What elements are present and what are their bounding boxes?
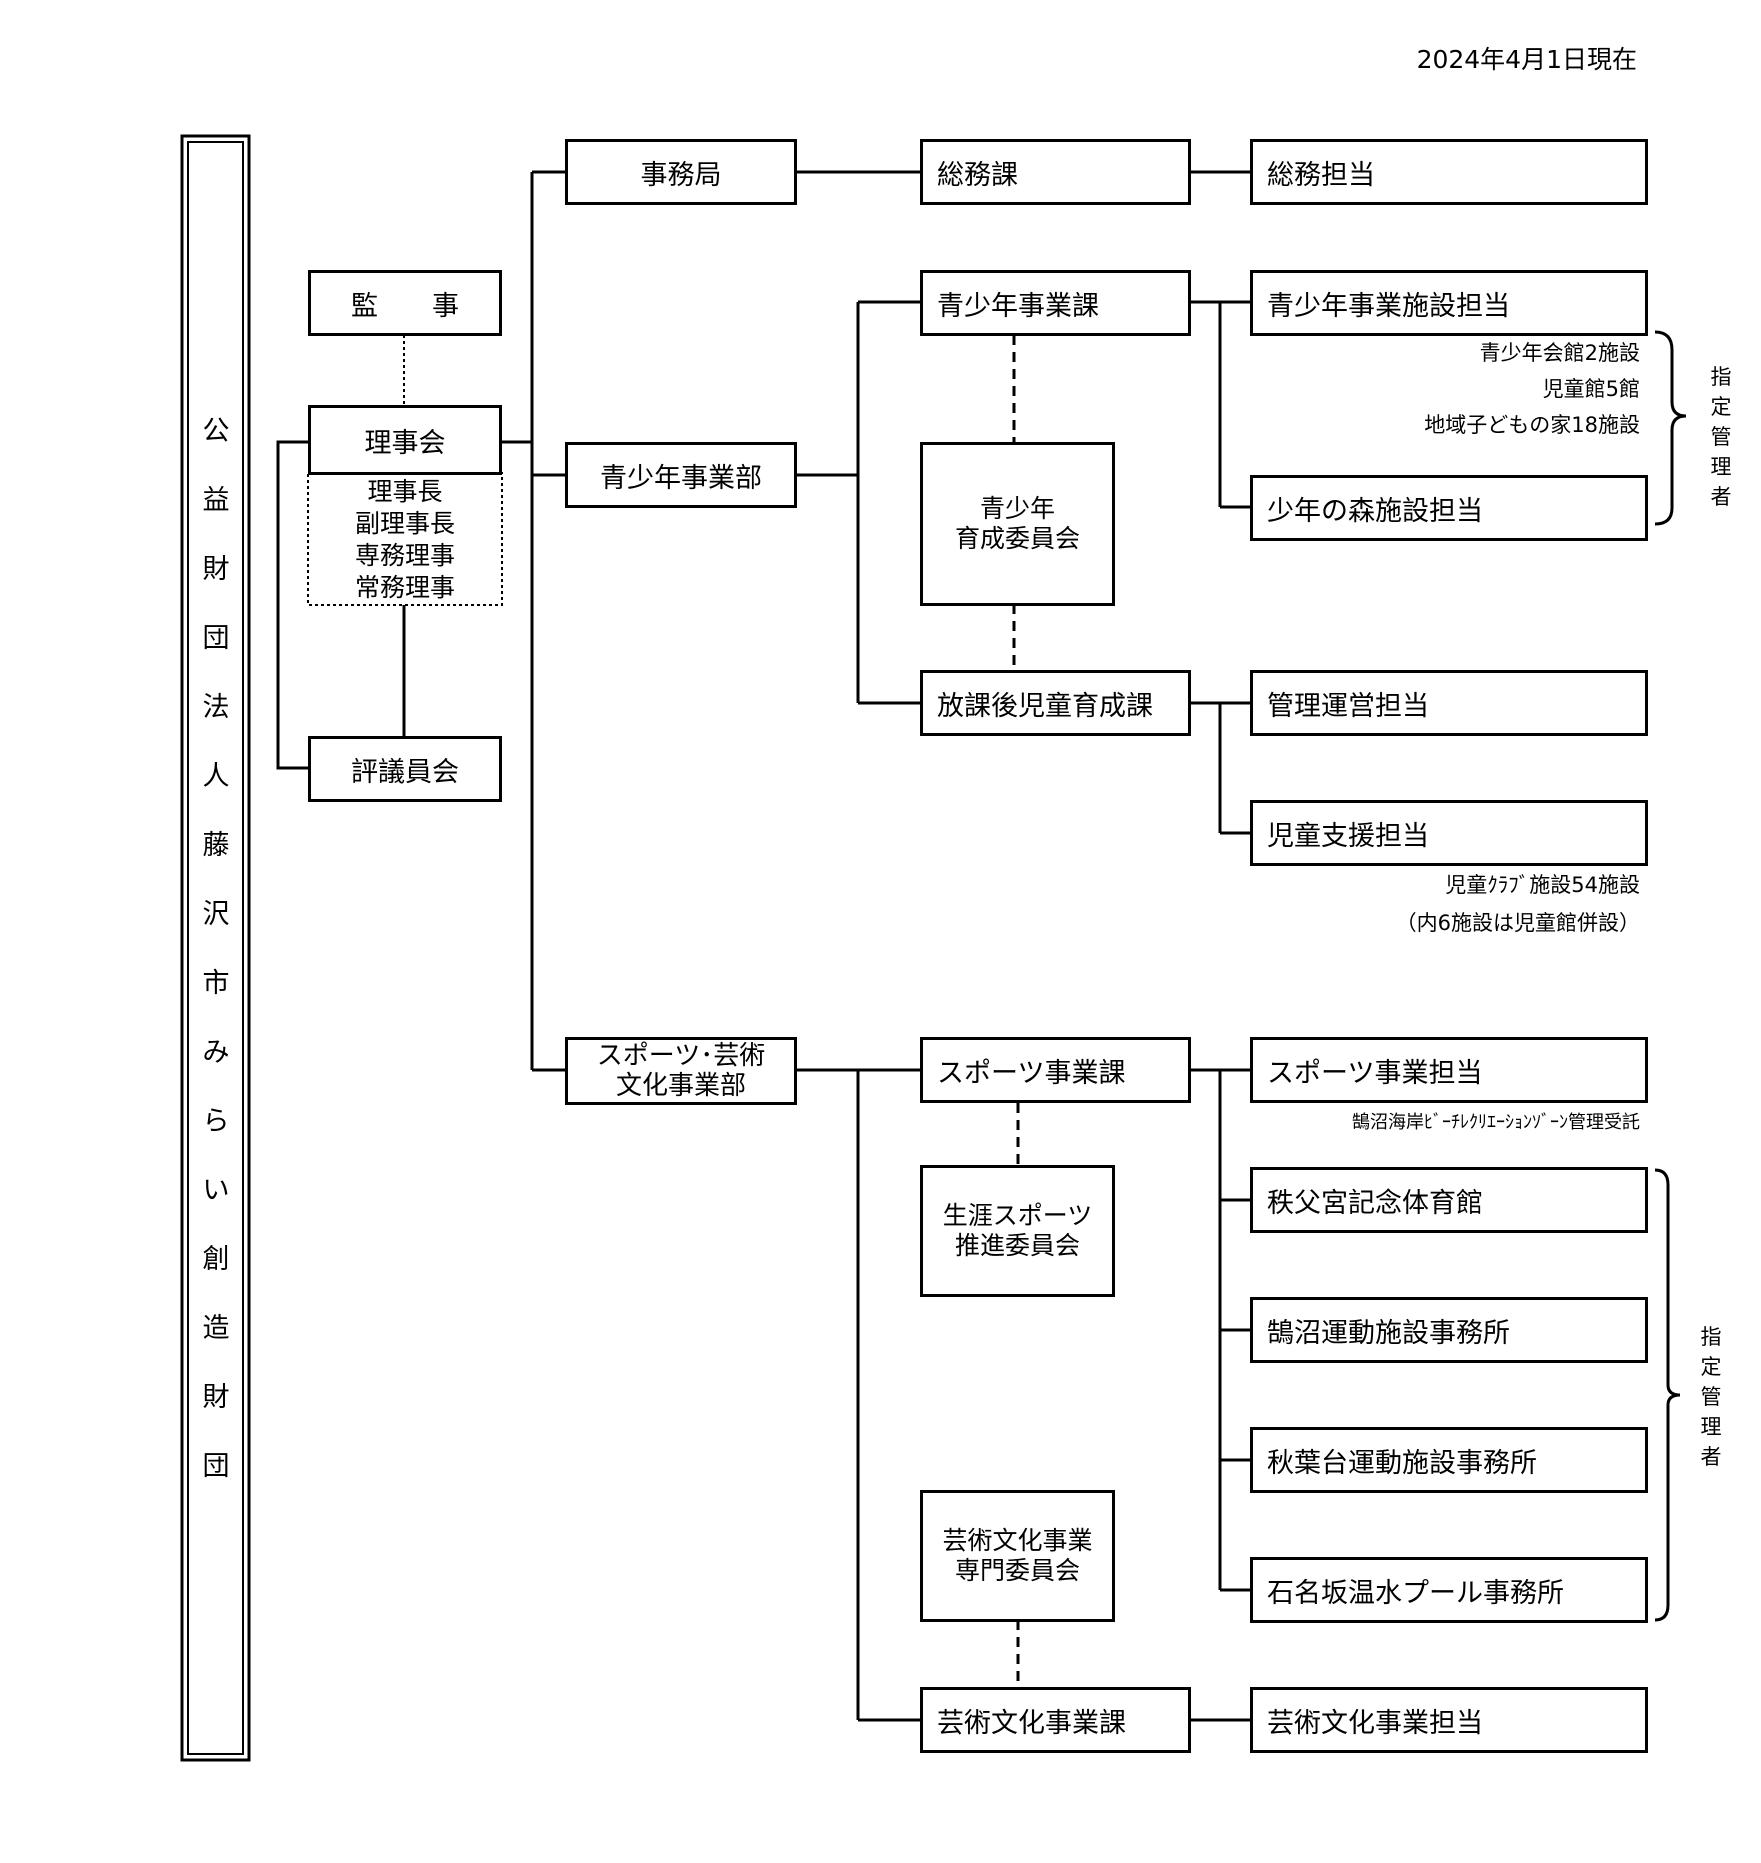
sports-section-box: スポーツ事業課 (920, 1037, 1191, 1103)
org-name-char: 団 (202, 1451, 230, 1482)
board-members: 理事長 副理事長 専務理事 常務理事 (308, 476, 502, 604)
org-name-char: い (202, 1175, 230, 1206)
arts-committee-box: 芸術文化事業 専門委員会 (920, 1490, 1115, 1622)
org-name-char: 財 (202, 554, 230, 585)
youth-committee-box: 青少年 育成委員会 (920, 442, 1115, 606)
committee-line: 芸術文化事業 (942, 1525, 1093, 1555)
committee-line: 推進委員会 (954, 1231, 1080, 1260)
arts-charge-box: 芸術文化事業担当 (1250, 1687, 1648, 1753)
designated-char: 指 (1700, 1325, 1722, 1349)
sports-arts-division-box: スポーツ･芸術 文化事業部 (565, 1037, 797, 1105)
youth-facility-notes: 青少年会館2施設 児童館5館 地域子どもの家18施設 (1424, 335, 1640, 443)
councilors-box: 評議員会 (308, 736, 502, 802)
facility-box: 石名坂温水プール事務所 (1250, 1557, 1648, 1623)
designated-char: 管 (1700, 1385, 1722, 1409)
youth-section-box: 青少年事業課 (920, 270, 1191, 336)
designated-manager-label: 指 定 管 理 者 (1696, 1322, 1726, 1472)
general-affairs-charge-box: 総務担当 (1250, 139, 1648, 205)
division-label-line: スポーツ･芸術 (596, 1041, 766, 1071)
org-name: 公 益 財 団 法 人 藤 沢 市 み ら い 創 造 財 団 (198, 397, 234, 1501)
org-name-char: 益 (202, 485, 230, 516)
designated-char: 者 (1700, 1445, 1722, 1469)
youth-division-box: 青少年事業部 (565, 442, 797, 508)
designated-char: 理 (1700, 1415, 1722, 1439)
org-name-char: 創 (202, 1244, 230, 1275)
youth-facility-charge-box: 青少年事業施設担当 (1250, 270, 1648, 336)
facility-note: 児童館5館 (1542, 377, 1640, 401)
auditor-box: 監 事 (308, 270, 502, 336)
committee-line: 青少年 (979, 493, 1055, 523)
management-charge-box: 管理運営担当 (1250, 670, 1648, 736)
org-name-char: 法 (202, 692, 230, 723)
facility-note: 児童ｸﾗﾌﾞ施設54施設 (1445, 873, 1640, 897)
board-member: 常務理事 (354, 573, 455, 602)
date-label: 2024年4月1日現在 (1416, 45, 1637, 74)
board-box: 理事会 (308, 405, 502, 475)
designated-char: 理 (1710, 455, 1732, 479)
committee-line: 専門委員会 (954, 1556, 1080, 1585)
designated-char: 管 (1710, 425, 1732, 449)
sports-charge-box: スポーツ事業担当 (1250, 1037, 1648, 1103)
designated-char: 者 (1710, 485, 1732, 509)
org-name-char: 公 (202, 416, 230, 447)
facility-note: 青少年会館2施設 (1479, 341, 1640, 365)
org-name-char: み (202, 1037, 230, 1068)
facility-box: 秋葉台運動施設事務所 (1250, 1427, 1648, 1493)
org-name-char: 沢 (202, 899, 230, 930)
committee-line: 生涯スポーツ (942, 1200, 1093, 1230)
org-name-char: 人 (202, 761, 230, 792)
board-member: 副理事長 (354, 509, 455, 538)
secretariat-box: 事務局 (565, 139, 797, 205)
general-affairs-section-box: 総務課 (920, 139, 1191, 205)
org-name-char: 財 (202, 1382, 230, 1413)
org-name-char: 団 (202, 623, 230, 654)
lifelong-sports-committee-box: 生涯スポーツ 推進委員会 (920, 1165, 1115, 1297)
child-support-notes: 児童ｸﾗﾌﾞ施設54施設 （内6施設は児童館併設） (1396, 866, 1640, 942)
designated-char: 指 (1710, 365, 1732, 389)
facility-note: （内6施設は児童館併設） (1395, 911, 1640, 935)
committee-line: 育成委員会 (954, 524, 1080, 553)
facility-box: 鵠沼運動施設事務所 (1250, 1297, 1648, 1363)
child-support-charge-box: 児童支援担当 (1250, 800, 1648, 866)
org-name-char: 藤 (202, 830, 230, 861)
afterschool-section-box: 放課後児童育成課 (920, 670, 1191, 736)
forest-charge-box: 少年の森施設担当 (1250, 475, 1648, 541)
facility-box: 秩父宮記念体育館 (1250, 1167, 1648, 1233)
org-name-char: 市 (202, 968, 230, 999)
designated-manager-label: 指 定 管 理 者 (1706, 362, 1736, 512)
designated-char: 定 (1700, 1355, 1722, 1379)
org-name-char: ら (202, 1106, 230, 1137)
designated-char: 定 (1710, 395, 1732, 419)
board-member: 専務理事 (354, 541, 455, 570)
facility-note: 地域子どもの家18施設 (1424, 413, 1640, 437)
division-label-line: 文化事業部 (615, 1071, 746, 1101)
arts-section-box: 芸術文化事業課 (920, 1687, 1191, 1753)
org-name-char: 造 (202, 1313, 230, 1344)
sports-note: 鵠沼海岸ﾋﾞｰﾁﾚｸﾘｴｰｼｮﾝｿﾞｰﾝ管理受託 (1352, 1112, 1640, 1133)
board-member: 理事長 (367, 477, 443, 506)
